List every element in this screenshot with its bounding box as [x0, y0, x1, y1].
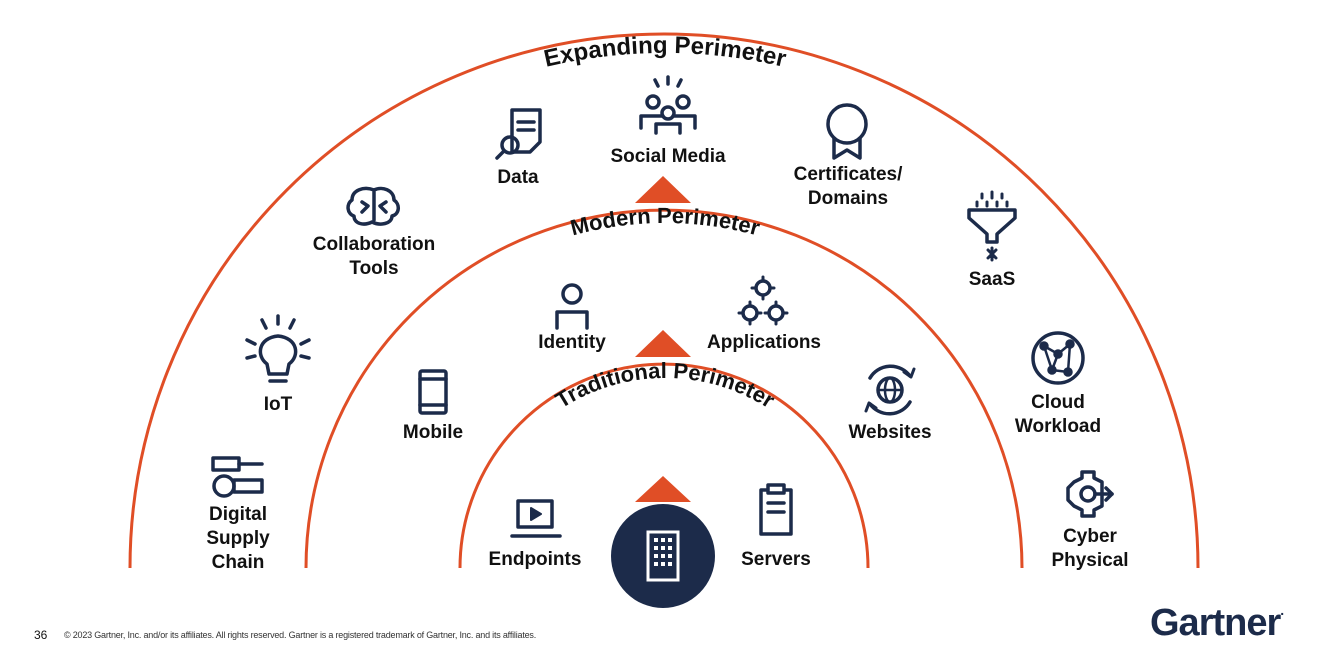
digital-supply-chain-label: Digital Supply Chain: [206, 503, 269, 575]
endpoint-laptop-icon: [510, 499, 562, 538]
traditional-perimeter-arc: [458, 362, 870, 569]
identity-label: Identity: [538, 332, 606, 353]
data-label: Data: [497, 167, 539, 188]
collaboration-tools-label: Collaboration Tools: [313, 233, 435, 281]
expansion-arrow-outer: [635, 176, 691, 203]
data-document-search-icon: [495, 108, 542, 160]
gartner-logo: Gartner.: [1150, 602, 1284, 644]
websites-label: Websites: [848, 422, 932, 443]
cloud-workload-line-2: Workload: [1014, 416, 1102, 437]
certificate-badge-icon: [826, 103, 868, 160]
endpoints-label: Endpoints: [488, 549, 582, 570]
certificates-line-2: Domains: [807, 188, 889, 209]
expanding-perimeter-title: Expanding Perimeter: [541, 32, 788, 73]
cyber-physical-line-1: Cyber: [1063, 526, 1117, 547]
expanding-perimeter-arc: [128, 32, 1200, 569]
copyright-notice: © 2023 Gartner, Inc. and/or its affiliat…: [64, 630, 537, 640]
supply-chain-line-3: Chain: [211, 552, 265, 573]
certificates-line-1: Certificates/: [793, 164, 903, 185]
iot-label: IoT: [263, 394, 293, 415]
gartner-logo-text: Gartner: [1150, 602, 1281, 644]
cyber-physical-label: Cyber Physical: [1051, 525, 1128, 573]
traditional-perimeter-title: Traditional Perimeter: [551, 358, 779, 413]
svg-text:Traditional Perimeter: Traditional Perimeter: [551, 358, 779, 413]
cloud-workload-globe-icon: [1031, 331, 1085, 385]
social-media-people-icon: [639, 75, 697, 135]
saas-funnel-icon: [967, 190, 1017, 262]
brain-collaboration-icon: [346, 186, 400, 226]
expansion-arrow-inner: [635, 476, 691, 502]
servers-label: Servers: [741, 549, 811, 570]
modern-perimeter-title: Modern Perimeter: [568, 203, 763, 241]
expansion-arrow-middle: [635, 330, 691, 357]
mobile-phone-icon: [418, 369, 448, 415]
applications-gears-icon: [737, 275, 789, 326]
applications-label: Applications: [706, 332, 822, 353]
social-media-label: Social Media: [610, 146, 726, 167]
modern-perimeter-arc: [304, 208, 1024, 569]
supply-chain-line-2: Supply: [206, 528, 270, 549]
certificates-domains-label: Certificates/ Domains: [794, 163, 903, 211]
identity-person-icon: [555, 283, 589, 330]
supply-chain-line-1: Digital: [208, 504, 268, 525]
cyber-physical-line-2: Physical: [1051, 550, 1129, 571]
supply-chain-tools-icon: [211, 456, 264, 498]
cyber-physical-gear-icon: [1066, 470, 1114, 518]
organization-building-icon: [611, 504, 715, 608]
svg-text:Expanding Perimeter: Expanding Perimeter: [541, 32, 788, 73]
collaboration-line-1: Collaboration: [312, 234, 436, 255]
mobile-label: Mobile: [402, 422, 464, 443]
saas-label: SaaS: [968, 269, 1016, 290]
cloud-workload-label: Cloud Workload: [1015, 391, 1101, 439]
cloud-workload-line-1: Cloud: [1031, 392, 1085, 413]
svg-text:Modern Perimeter: Modern Perimeter: [568, 203, 763, 241]
server-clipboard-icon: [759, 483, 793, 536]
lightbulb-iot-icon: [245, 314, 311, 383]
collaboration-line-2: Tools: [349, 258, 399, 279]
websites-globe-icon: [864, 364, 916, 416]
page-number: 36: [34, 628, 48, 642]
